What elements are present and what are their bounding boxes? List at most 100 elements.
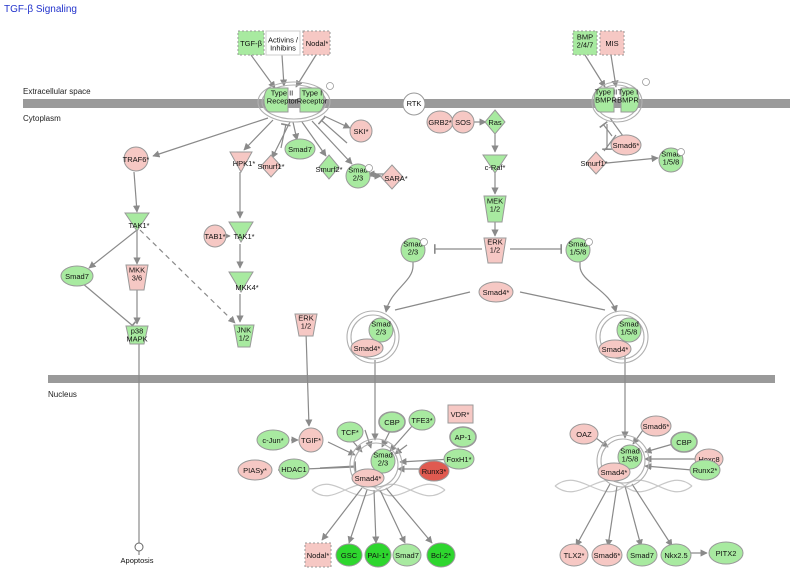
cjun-node[interactable] [256,429,290,451]
piasy-label: PIASy* [243,466,267,475]
complex23-smad4-node[interactable] [350,338,384,358]
runx2-node[interactable] [689,459,721,481]
pai1-node[interactable] [364,542,392,568]
smad6-nuc-node[interactable] [640,415,672,437]
cbp-node[interactable] [378,411,406,433]
erk-left-node[interactable] [294,313,318,337]
type2-bmpr-node[interactable] [593,87,615,113]
activins-inhibins-label: Activins /Inhibins [268,35,299,52]
smurf1-node[interactable] [260,154,282,178]
bmp-receptor-complex-halo [591,81,643,123]
craf-node[interactable] [482,154,508,174]
nuc-smad158-node[interactable] [617,444,643,470]
runx3-node[interactable] [418,460,450,482]
smad23-top-node[interactable] [345,163,371,189]
region-label-cytoplasm: Cytoplasm [23,114,61,123]
smad7-top-node[interactable] [284,138,316,160]
bcl2-node[interactable] [426,542,456,568]
sara-node[interactable] [380,164,404,190]
tgif-node[interactable] [298,427,324,453]
mkk4-node[interactable] [228,271,254,293]
foxh1-label: FoxH1* [446,455,471,464]
smurf1-right-label: Smurf1* [580,159,607,168]
vdr-node[interactable] [447,404,474,424]
piasy-node[interactable] [237,459,273,481]
smad7-left-node[interactable] [60,265,94,287]
cbp-right-node[interactable] [670,431,698,453]
complex23-smad-node[interactable] [368,317,394,343]
smurf2-node[interactable] [318,154,340,180]
tfe3-node[interactable] [408,409,436,431]
tak1-left-node[interactable] [124,212,150,232]
smad7-out2-node[interactable] [626,543,658,567]
ap1-node[interactable] [449,426,477,448]
nuclear-membrane [48,375,775,383]
smad7-left-label: Smad7 [65,272,89,281]
type1-bmpr-node[interactable] [620,87,640,113]
hdac1-node[interactable] [278,458,310,480]
jnk-node[interactable] [233,324,255,348]
nuc-smad4-node[interactable] [351,468,385,488]
mkk4-label: MKK4* [235,283,258,292]
phospho-marker [585,238,593,246]
smad6-right-label: Smad6* [613,141,640,150]
nuc-smad23-node[interactable] [370,448,396,474]
mek-node[interactable] [483,195,507,223]
foxh1-node[interactable] [443,448,475,470]
tak1-left-label: TAK1* [128,221,149,230]
erk-cyto-node[interactable] [483,237,507,264]
tcf-node[interactable] [336,421,364,443]
gsc-label: GSC [341,551,358,560]
smad4-mid-node[interactable] [478,281,514,303]
nuc-smad4-right-node[interactable] [597,462,631,482]
pitx2-node[interactable] [708,541,744,565]
gsc-node[interactable] [335,543,363,567]
complex158-smad4-node[interactable] [598,339,632,359]
rtk-node[interactable] [402,92,426,116]
nuc-smad4-right-label: Smad4* [601,468,628,477]
oaz-node[interactable] [569,423,599,445]
smad6-out-node[interactable] [591,543,623,567]
nodal-out-label: Nodal* [307,551,330,560]
phospho-marker [677,148,685,156]
tak1-mid-node[interactable] [228,221,254,243]
pathway-title: TGF-β Signaling [4,4,77,15]
smad6-right-node[interactable] [610,134,642,156]
type1-receptor-node[interactable] [299,87,325,113]
smad7-out-node[interactable] [392,543,422,567]
rtk-label: RTK [407,99,422,108]
nodal-ext-node[interactable] [302,30,331,56]
activins-inhibins-node[interactable] [265,30,301,56]
bmp-node[interactable] [572,30,598,56]
sos-node[interactable] [451,110,475,134]
traf6-node[interactable] [123,146,149,172]
type2-receptor-node[interactable] [263,87,289,113]
tab1-label: TAB1* [204,232,225,241]
hpk1-node[interactable] [229,151,253,174]
smurf1-label: Smurf1* [257,162,284,171]
phospho-marker [365,164,373,172]
apoptosis-node[interactable] [134,542,144,552]
nkx25-node[interactable] [660,543,692,567]
mkk36-node[interactable] [125,264,149,291]
ras-node[interactable] [484,109,506,135]
pai1-label: PAI-1* [367,551,388,560]
mis-node[interactable] [599,30,625,56]
nodal-out-node[interactable] [304,542,332,568]
smurf1-right-node[interactable] [585,151,607,175]
tab1-node[interactable] [203,224,227,248]
complex158-smad4-label: Smad4* [602,345,629,354]
smad7-top-label: Smad7 [288,145,312,154]
smad158-mid-node[interactable] [565,237,591,263]
ski-node[interactable] [349,119,373,143]
smad23-mid-node[interactable] [400,237,426,263]
complex158-smad-node[interactable] [616,317,642,343]
tgfb-node[interactable] [237,30,265,56]
p38-node[interactable] [125,325,149,345]
smad158-top-node[interactable] [658,147,684,173]
tlx2-node[interactable] [559,543,589,567]
